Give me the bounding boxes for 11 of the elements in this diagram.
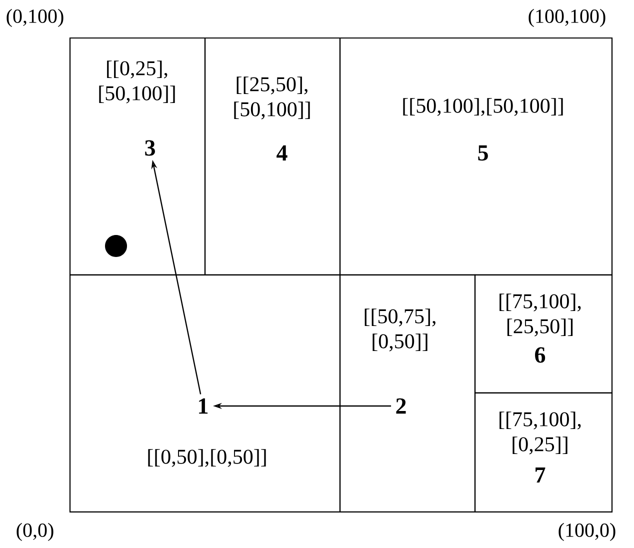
point-number: 5: [478, 145, 488, 161]
point-number: 4: [276, 145, 288, 161]
coordinate-label: (100,100): [528, 8, 606, 28]
point-number: 3: [145, 140, 155, 156]
point-number: 6: [535, 347, 546, 363]
coordinate-label: (0,100): [6, 8, 64, 28]
point-number: 1: [199, 398, 208, 414]
point-number: 7: [536, 467, 546, 483]
point-number: 2: [396, 398, 406, 414]
coordinate-label: (100,0): [558, 522, 616, 542]
coordinate-label: (0,0): [16, 522, 54, 542]
